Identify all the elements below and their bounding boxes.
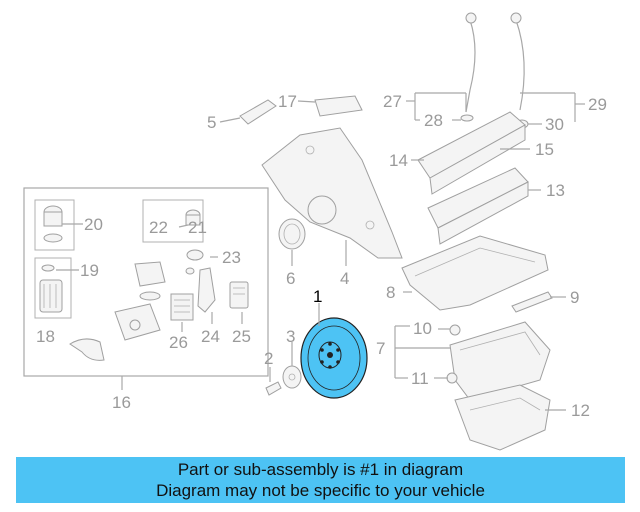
- info-banner: Part or sub-assembly is #1 in diagram Di…: [16, 457, 625, 503]
- callout-4: 4: [340, 269, 349, 288]
- callout-2: 2: [264, 349, 273, 368]
- callout-19: 19: [80, 261, 99, 280]
- callout-5: 5: [207, 113, 216, 132]
- valve-cover-13: [427, 167, 529, 245]
- callout-20: 20: [84, 215, 103, 234]
- callout-15: 15: [535, 140, 554, 159]
- cap-21-part: [185, 209, 201, 226]
- callout-23: 23: [222, 248, 241, 267]
- dipstick-part: [460, 12, 529, 129]
- callout-22: 22: [149, 218, 168, 237]
- callout-14: 14: [389, 151, 408, 170]
- callout-25: 25: [232, 327, 251, 346]
- oil-cap-part: [43, 205, 63, 243]
- spacer-3: [282, 365, 302, 389]
- callout-30: 30: [545, 115, 564, 134]
- part-5-tube: [239, 99, 277, 125]
- callout-10: 10: [413, 319, 432, 338]
- callout-6: 6: [286, 269, 295, 288]
- callout-18: 18: [36, 327, 55, 346]
- leader-lines: [56, 92, 585, 411]
- valve-cover-14: [417, 111, 526, 195]
- part-25: [229, 281, 249, 309]
- bolt-2: [265, 381, 282, 396]
- upper-oil-pan: [401, 235, 549, 311]
- banner-line-1: Part or sub-assembly is #1 in diagram: [177, 460, 464, 479]
- callout-24: 24: [201, 327, 220, 346]
- callout-1: 1: [313, 287, 322, 306]
- callout-29: 29: [588, 95, 607, 114]
- callout-8: 8: [386, 283, 395, 302]
- callout-21: 21: [188, 218, 207, 237]
- callout-12: 12: [571, 401, 590, 420]
- callout-28: 28: [424, 111, 443, 130]
- callout-9: 9: [570, 288, 579, 307]
- banner-line-2: Diagram may not be specific to your vehi…: [156, 481, 485, 500]
- filter-housing-part: [134, 261, 166, 301]
- callout-16: 16: [112, 393, 131, 412]
- cooler-part: [69, 303, 161, 361]
- part-26: [170, 293, 194, 321]
- callout-26: 26: [169, 333, 188, 352]
- sub-box-18-19: [34, 257, 72, 319]
- oil-filter-part: [39, 264, 63, 313]
- sub-box-21-22: [142, 199, 204, 243]
- part-17: [314, 95, 363, 117]
- timing-cover-part: [261, 127, 403, 259]
- callout-27: 27: [383, 92, 402, 111]
- part-24: [197, 267, 216, 313]
- callout-7: 7: [376, 339, 385, 358]
- plug-11: [446, 372, 458, 384]
- callout-3: 3: [286, 327, 295, 346]
- sub-box-20: [34, 199, 75, 251]
- inset-box-16: [23, 187, 269, 377]
- lower-oil-pan: [449, 321, 551, 401]
- seal-6-part: [278, 218, 306, 250]
- seal-23-part: [185, 249, 204, 275]
- plug-10: [449, 324, 461, 336]
- flexplate-highlighted: [300, 317, 368, 399]
- oil-pan-baffle: [454, 384, 551, 451]
- callout-17: 17: [278, 92, 297, 111]
- callout-13: 13: [546, 181, 565, 200]
- sealant-tube-9: [511, 291, 553, 313]
- callout-11: 11: [411, 369, 429, 388]
